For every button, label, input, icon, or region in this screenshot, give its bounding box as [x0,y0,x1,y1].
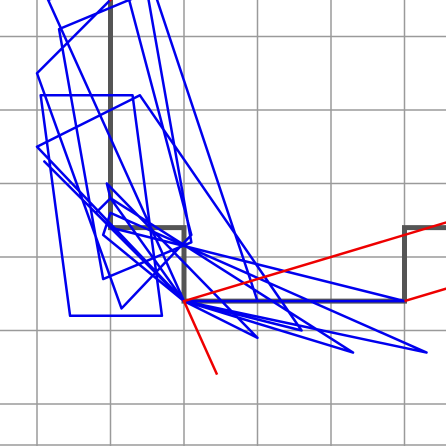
intermediate-position [35,0,193,310]
intermediate-position [43,160,406,303]
intermediate-position [101,211,428,354]
intermediate-positions [35,0,428,354]
intermediate-position [39,94,164,318]
intermediate-position [35,94,303,332]
endpoint-positions [109,0,446,376]
end-position [182,221,446,376]
